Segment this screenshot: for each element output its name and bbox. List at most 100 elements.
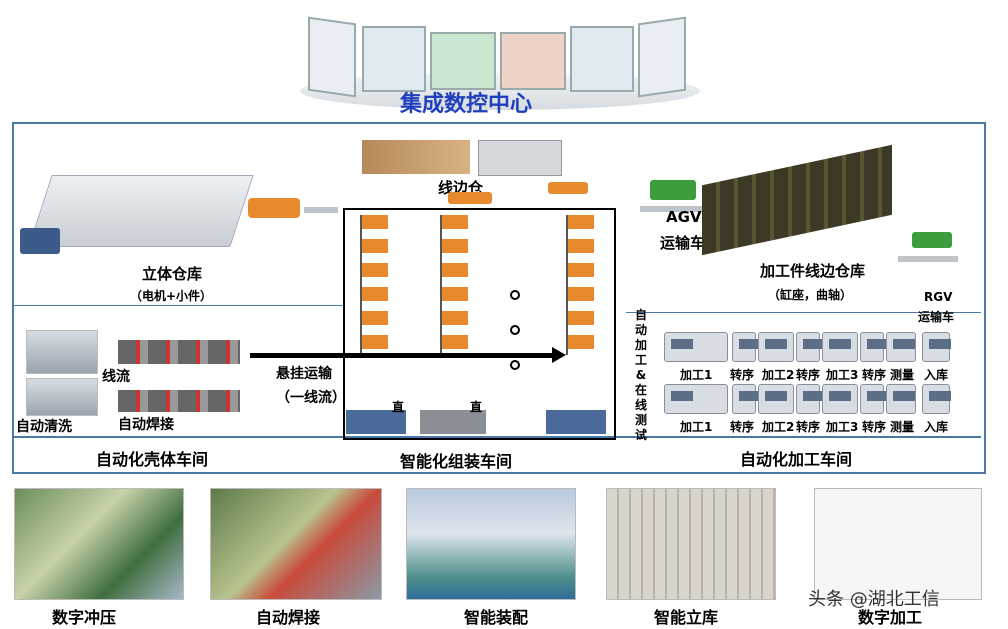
truck-1 bbox=[346, 410, 406, 434]
conveyor-arrow bbox=[250, 353, 554, 358]
vertical-char: 工 bbox=[634, 353, 647, 367]
screen-1 bbox=[308, 16, 356, 98]
truck-3 bbox=[546, 410, 606, 434]
row2-label-7: 测量 bbox=[890, 420, 915, 434]
machine-row2-7 bbox=[886, 384, 916, 414]
ellipsis-dot-1 bbox=[510, 290, 520, 300]
machine-row2-1 bbox=[664, 384, 728, 414]
stereo-warehouse-sub: （电机+小件） bbox=[130, 289, 213, 303]
machine-row1-6 bbox=[860, 332, 889, 362]
row2-label-2: 转序 bbox=[730, 420, 755, 434]
agv-cart-mid-1 bbox=[448, 192, 492, 204]
vertical-char: 在 bbox=[634, 383, 647, 397]
vertical-char: & bbox=[635, 368, 647, 382]
machine-row1-3 bbox=[758, 332, 794, 362]
main-frame bbox=[12, 122, 986, 474]
vertical-char: 试 bbox=[634, 428, 647, 442]
machine-row2-4 bbox=[796, 384, 825, 414]
photo-caption-2: 自动焊接 bbox=[256, 608, 321, 627]
machine-row1-1 bbox=[664, 332, 728, 362]
agv-label-line1: AGV bbox=[666, 208, 702, 226]
agv-label-line2: 运输车 bbox=[660, 234, 706, 252]
line-flow-label: 线流 bbox=[102, 369, 130, 385]
screen-2 bbox=[362, 26, 426, 92]
assembly-box bbox=[343, 208, 616, 440]
screen-5 bbox=[570, 26, 634, 92]
photo-machining bbox=[814, 488, 982, 600]
agv-cart-left bbox=[248, 198, 300, 218]
machine-row1-2 bbox=[732, 332, 761, 362]
screen-4 bbox=[500, 32, 566, 90]
shelves-icon bbox=[362, 140, 470, 174]
rgv-label-line1: RGV bbox=[924, 290, 953, 304]
row2-label-3: 加工2 bbox=[762, 420, 795, 434]
assembly-title: 智能化组装车间 bbox=[400, 452, 513, 471]
conveyor-label-line1: 悬挂运输 bbox=[276, 366, 332, 382]
machine-row1-8 bbox=[922, 332, 951, 362]
page-title: 集成数控中心 bbox=[400, 92, 533, 117]
assembly-line-3 bbox=[566, 215, 594, 355]
photo-welding bbox=[210, 488, 382, 600]
auto-clean-label: 自动清洗 bbox=[16, 419, 72, 435]
screen-3 bbox=[430, 32, 496, 90]
vertical-char: 动 bbox=[634, 323, 647, 337]
conveyor-label-line2: （一线流） bbox=[276, 390, 346, 406]
photo-assembly bbox=[406, 488, 576, 600]
auto-weld-label: 自动焊接 bbox=[118, 417, 174, 433]
control-center: 集成数控中心 bbox=[290, 2, 710, 120]
agv-cart-mid-2 bbox=[548, 182, 588, 194]
machining-title: 自动化加工车间 bbox=[740, 450, 853, 469]
photo-caption-1: 数字冲压 bbox=[52, 608, 117, 627]
agv-cart-right bbox=[650, 180, 696, 200]
row2-label-5: 加工3 bbox=[826, 420, 859, 434]
photo-warehouse bbox=[606, 488, 776, 600]
clean-line-photo-2 bbox=[26, 378, 98, 416]
machine-row2-5 bbox=[822, 384, 858, 414]
machine-row2-8 bbox=[922, 384, 951, 414]
divider-left bbox=[13, 305, 343, 306]
conveyor-arrowhead bbox=[552, 347, 566, 363]
vertical-char: 加 bbox=[634, 338, 647, 352]
parts-warehouse-label: 加工件线边仓库 bbox=[760, 262, 866, 280]
warehouse-illustration bbox=[28, 175, 254, 247]
divider-bottom bbox=[13, 436, 981, 438]
arrow-left-icon bbox=[640, 206, 710, 212]
screen-6 bbox=[638, 16, 686, 98]
machine-row1-4 bbox=[796, 332, 825, 362]
machine-row1-5 bbox=[822, 332, 858, 362]
row1-label-3: 加工2 bbox=[762, 368, 795, 382]
row2-label-8: 入库 bbox=[924, 420, 949, 434]
machine-row2-6 bbox=[860, 384, 889, 414]
vertical-char: 线 bbox=[634, 398, 647, 412]
straight-label-2: 直 bbox=[470, 400, 483, 414]
weld-line-2 bbox=[118, 390, 240, 412]
watermark: 头条 @湖北工信 bbox=[808, 589, 940, 610]
ellipsis-dot-3 bbox=[510, 360, 520, 370]
racks-icon bbox=[478, 140, 562, 176]
row1-label-6: 转序 bbox=[862, 368, 887, 382]
straight-label-1: 直 bbox=[392, 400, 405, 414]
row2-label-4: 转序 bbox=[796, 420, 821, 434]
assembly-line-2 bbox=[440, 215, 468, 355]
weld-line-1 bbox=[118, 340, 240, 364]
rgv-label-line2: 运输车 bbox=[918, 310, 955, 324]
agv-cart-far-right bbox=[912, 232, 952, 248]
machine-row2-3 bbox=[758, 384, 794, 414]
vertical-char: 自 bbox=[634, 308, 647, 322]
clean-line-photo-1 bbox=[26, 330, 98, 374]
row1-label-2: 转序 bbox=[730, 368, 755, 382]
divider-right bbox=[626, 312, 981, 313]
machine-row1-7 bbox=[886, 332, 916, 362]
stereo-warehouse-label: 立体仓库 bbox=[142, 265, 203, 283]
row2-label-1: 加工1 bbox=[680, 420, 713, 434]
truck-icon bbox=[20, 228, 60, 254]
photo-stamping bbox=[14, 488, 184, 600]
machine-row2-2 bbox=[732, 384, 761, 414]
ellipsis-dot-2 bbox=[510, 325, 520, 335]
vertical-char: 测 bbox=[634, 413, 647, 427]
body-shop-title: 自动化壳体车间 bbox=[96, 450, 209, 469]
row1-label-7: 测量 bbox=[890, 368, 915, 382]
row1-label-4: 转序 bbox=[796, 368, 821, 382]
row1-label-8: 入库 bbox=[924, 368, 949, 382]
photo-caption-4: 智能立库 bbox=[654, 608, 719, 627]
